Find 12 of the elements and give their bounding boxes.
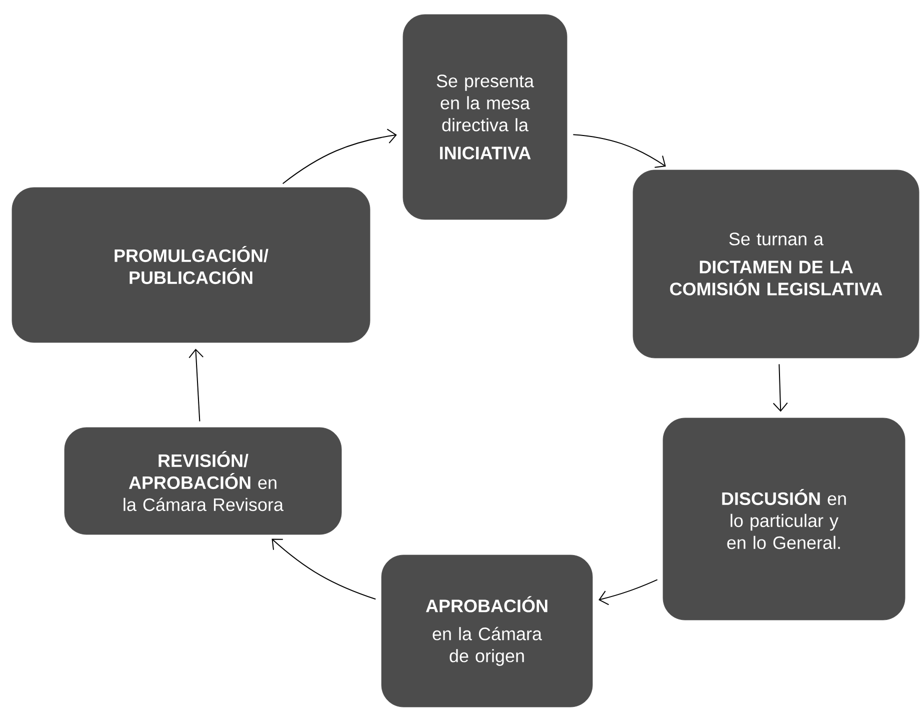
process-box: Se turnan a DICTAMEN DE LA COMISIÓN LEGISLATIVA bbox=[632, 170, 920, 358]
arrow bbox=[572, 134, 666, 168]
process-box: REVISIÓN/ APROBACIÓN en la Cámara Revisora bbox=[64, 427, 342, 535]
arrow bbox=[272, 538, 376, 600]
arrow bbox=[188, 348, 204, 422]
arrow bbox=[282, 128, 397, 184]
process-box: Se presenta en la mesa directiva la INICIATIVA bbox=[402, 14, 568, 220]
process-box: PROMULGACIÓN/ PUBLICACIÓN bbox=[12, 187, 370, 343]
process-box: DISCUSIÓN en lo particular y en lo General. bbox=[662, 418, 906, 620]
arrow bbox=[598, 579, 658, 606]
arrow bbox=[772, 364, 788, 412]
process-box: APROBACIÓN en la Cámara de origen bbox=[381, 554, 593, 708]
